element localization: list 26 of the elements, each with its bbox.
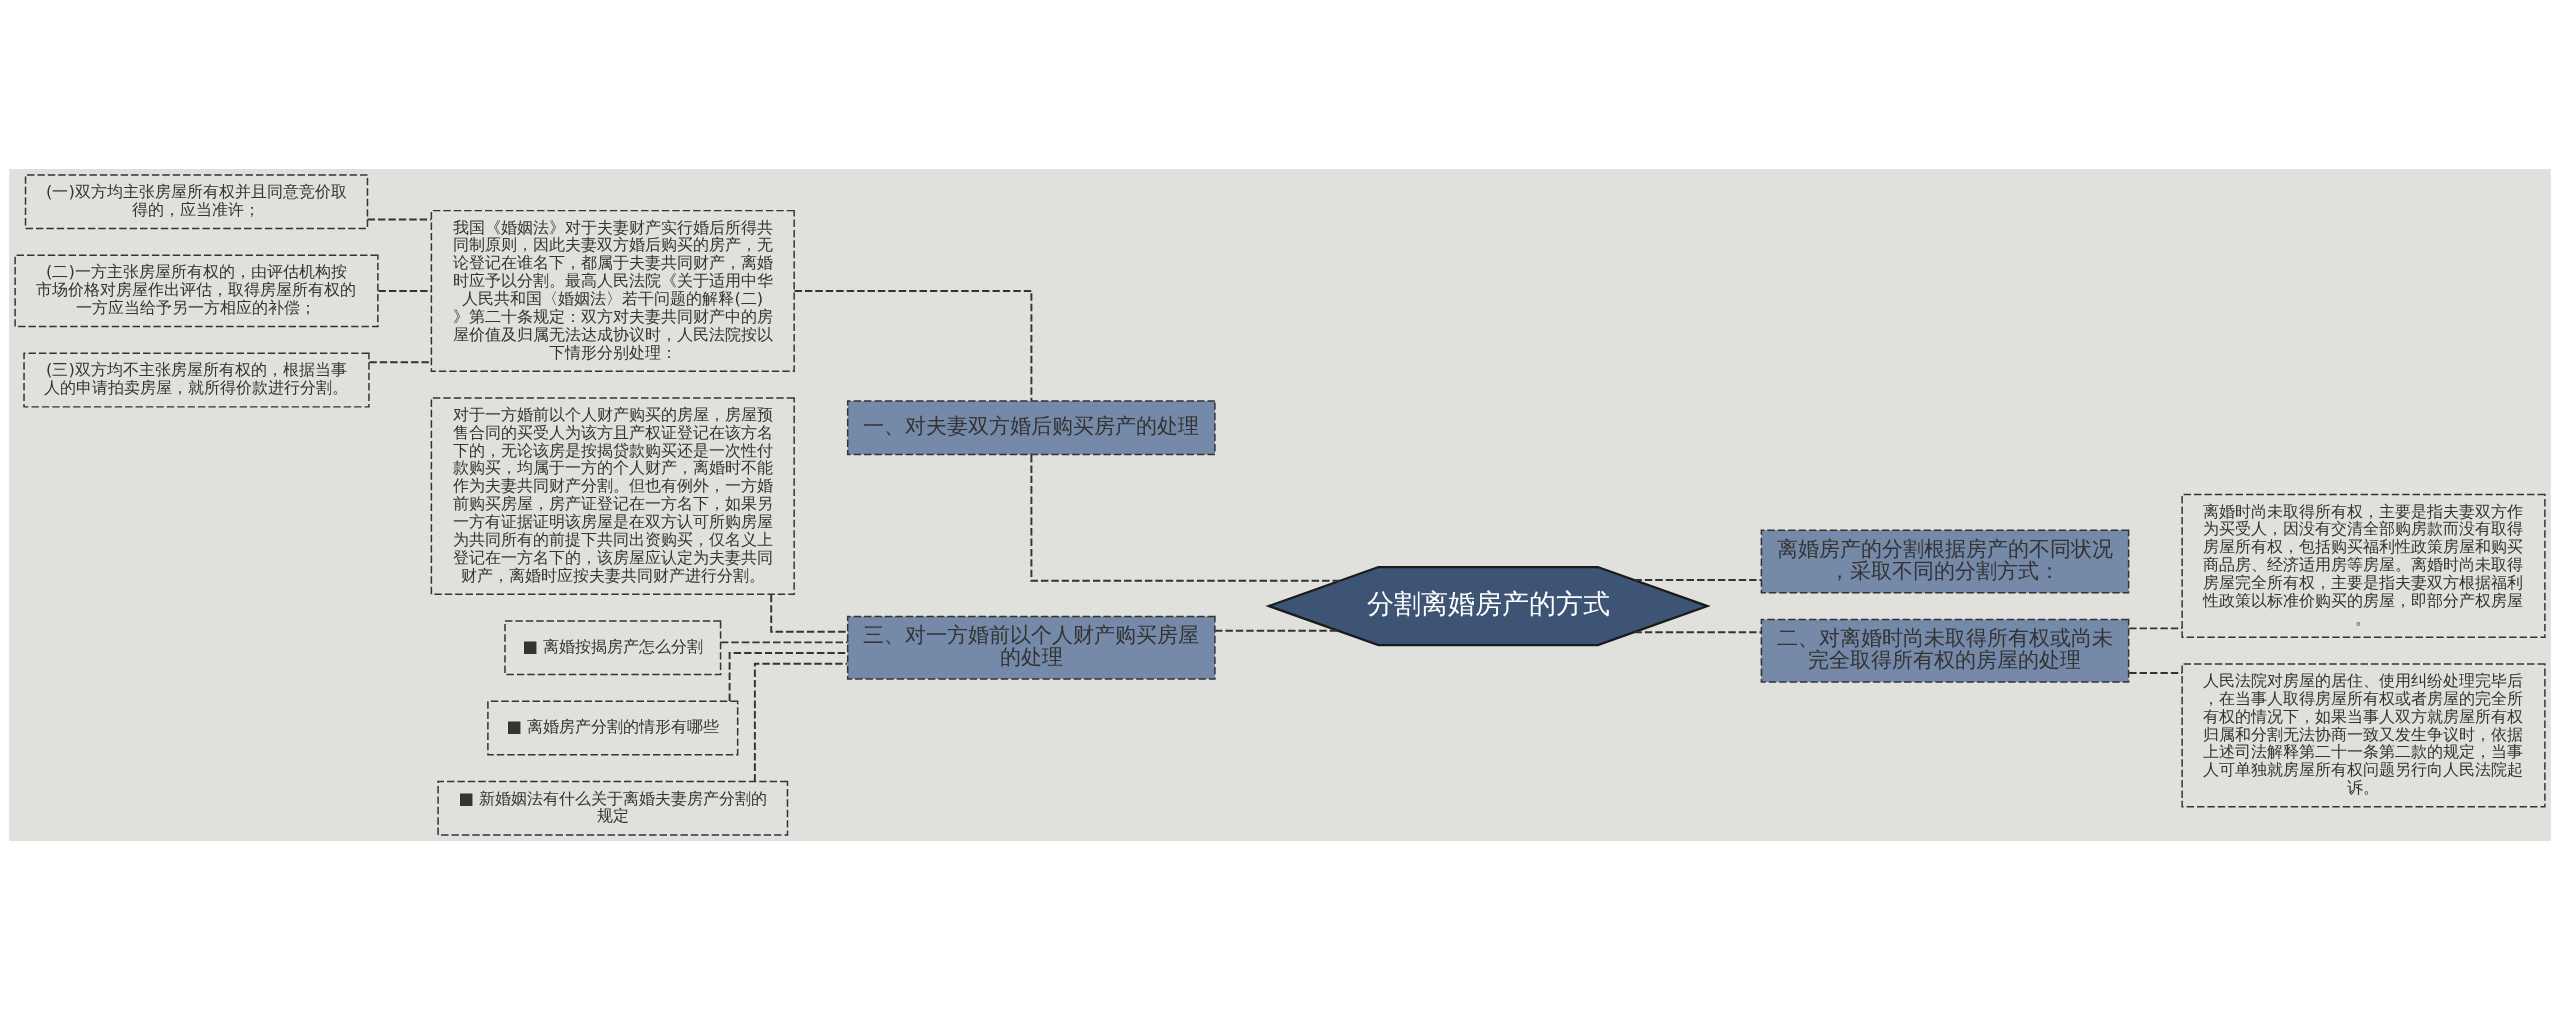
node-box: 离婚时尚未取得所有权，主要是指夫妻双方作为买受人，因没有交清全部购房款而没有取得房屋所有权，包括购买福利性政策房屋和购买商品房、经济适用房等房屋。离婚时尚未取得房屋完全所有权，主要是指夫妻双方根据福利性政策以标准价购买的房屋，即部分产权房屋。 (2181, 493, 2546, 638)
node-box: 一、对夫妻双方婚后购买房产的处理 (846, 399, 1216, 455)
node-box: (三)双方均不主张房屋所有权的，根据当事人的申请拍卖房屋，就所得价款进行分割。 (23, 352, 370, 408)
node-box: 二、对离婚时尚未取得所有权或尚未完全取得所有权的房屋的处理 (1760, 618, 2130, 683)
connector (770, 593, 849, 633)
node-box: (一)双方均主张房屋所有权并且同意竞价取得的，应当准许； (24, 173, 369, 229)
node-box: 三、对一方婚前以个人财产购买房屋的处理 (846, 615, 1216, 680)
node-box: (二)一方主张房屋所有权的，由评估机构按市场价格对房屋作出评估，取得房屋所有权的一方应当给予另一方相应的补偿； (14, 254, 379, 327)
connector (366, 218, 432, 220)
node-box: ■ 新婚姻法有什么关于离婚夫妻房产分割的规定 (437, 780, 789, 836)
connector (1633, 578, 1763, 581)
node-box: 人民法院对房屋的居住、使用纠纷处理完毕后，在当事人取得房屋所有权或者房屋的完全所有权的情况下，如果当事人双方就房屋所有权归属和分割无法协商一致又发生争议时，依据上述司法解释第二十一条第二款的规定，当事人可单独就房屋所有权问题另行向人民法院起诉。 (2181, 662, 2546, 808)
node-box: 离婚房产的分割根据房产的不同状况，采取不同的分割方式： (1760, 529, 2130, 593)
connector (2128, 626, 2183, 629)
connector (1030, 453, 1341, 582)
connector (720, 640, 849, 643)
node-box: ■ 离婚按揭房产怎么分割 (504, 619, 722, 675)
node-box: 我国《婚姻法》对于夫妻财产实行婚后所得共同制原则，因此夫妻双方婚后购买的房产，无论登记在谁名下，都属于夫妻共同财产，离婚时应予以分割。最高人民法院《关于适用中华人民共和国〈婚姻法〉若干问题的解释(二)》第二十条规定：双方对夫妻共同财产中的房屋价值及归属无法达成协议时，人民法院按以下情形分别处理： (430, 209, 795, 372)
connector (793, 289, 1033, 402)
connector (2128, 671, 2183, 674)
connector (1633, 630, 1763, 633)
node-box: 对于一方婚前以个人财产购买的房屋，房屋预售合同的买受人为该方且产权证登记在该方名下的，无论该房是按揭贷款购买还是一次性付款购买，均属于一方的个人财产，离婚时不能作为夫妻共同财产分割。但也有例外，一方婚前购买房屋，房产证登记在一方名下，如果另一方有证据证明该房屋是在双方认可所购房屋为共同所有的前提下共同出资购买，仅名义上登记在一方名下的，该房屋应认定为夫妻共同财产，离婚时应按夫妻共同财产进行分割。 (430, 396, 795, 595)
node-box: ■ 离婚房产分割的情形有哪些 (487, 700, 739, 755)
connector (753, 662, 849, 782)
connector (368, 360, 432, 363)
connector (1214, 629, 1339, 632)
